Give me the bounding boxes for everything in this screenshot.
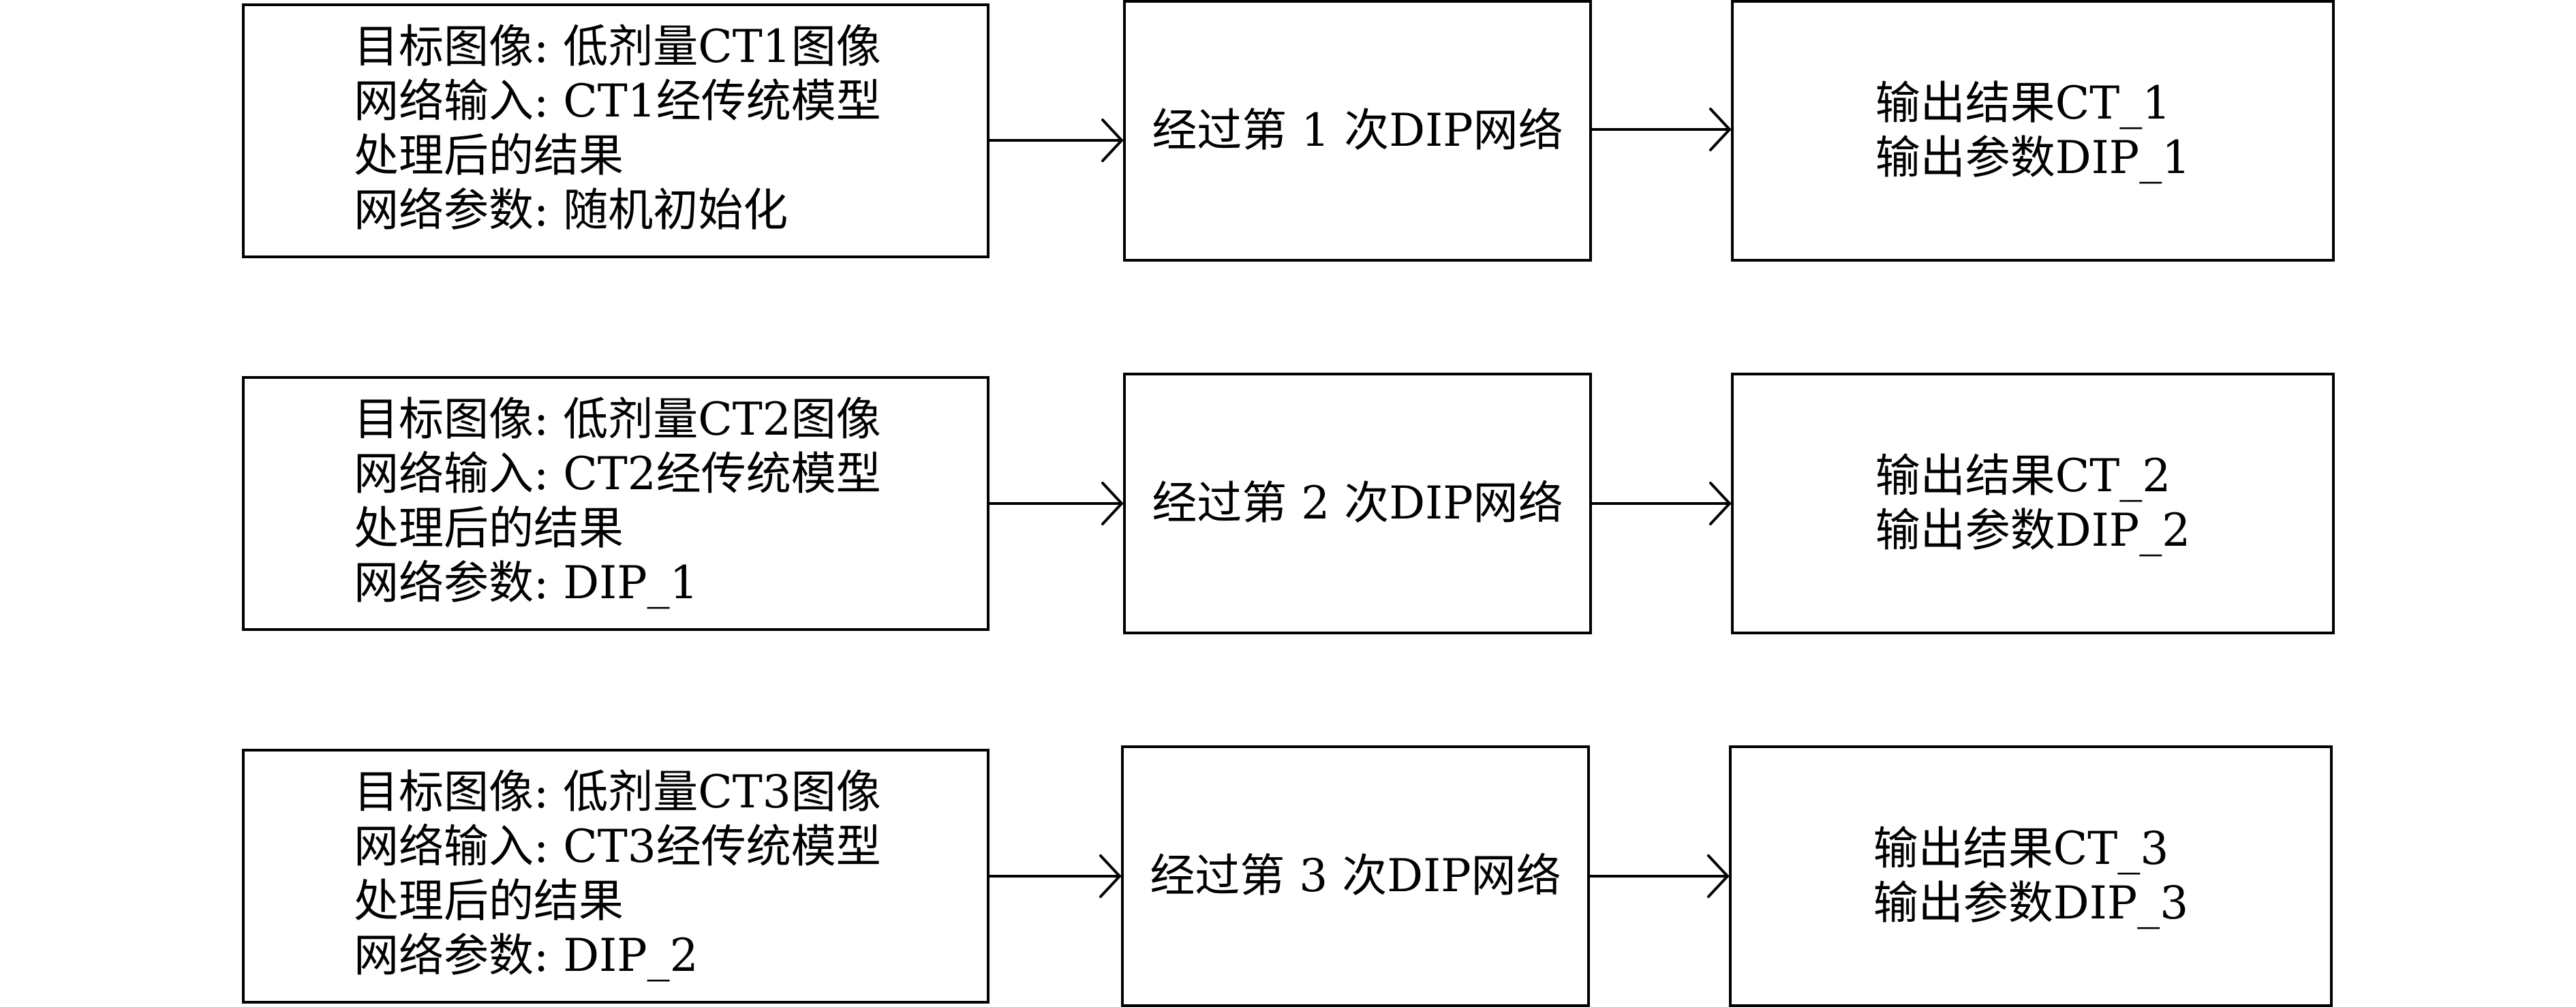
row-2-output-text: 输出结果CT_2 输出参数DIP_2 (1875, 449, 2190, 558)
row-3-input-line-4: 网络参数: DIP_2 (354, 929, 699, 982)
row-1-input-line-3: 处理后的结果 (354, 129, 624, 182)
row-2-process-box: 经过第 2 次DIP网络 (1123, 373, 1592, 634)
row-2-arrow-process-to-output (1591, 482, 1731, 525)
row-3-process-box: 经过第 3 次DIP网络 (1121, 745, 1590, 1007)
row-3-input-line-1: 目标图像: 低剂量CT3图像 (354, 766, 881, 818)
row-1-input-line-2: 网络输入: CT1经传统模型 (354, 75, 881, 127)
row-1-input-text: 目标图像: 低剂量CT1图像 网络输入: CT1经传统模型 处理后的结果 网络参… (354, 20, 881, 238)
row-3-input-line-3: 处理后的结果 (354, 875, 624, 927)
row-1-arrow-input-to-process (988, 119, 1123, 162)
row-1-process-label: 经过第 1 次DIP网络 (1152, 104, 1563, 157)
row-2-process-label: 经过第 2 次DIP网络 (1152, 477, 1563, 529)
row-3-input-line-2: 网络输入: CT3经传统模型 (354, 820, 881, 873)
row-2-output-box: 输出结果CT_2 输出参数DIP_2 (1731, 373, 2335, 634)
row-2-input-line-2: 网络输入: CT2经传统模型 (354, 448, 881, 500)
row-2-input-box: 目标图像: 低剂量CT2图像 网络输入: CT2经传统模型 处理后的结果 网络参… (242, 376, 990, 631)
row-3-output-text: 输出结果CT_3 输出参数DIP_3 (1873, 822, 2188, 931)
row-1-input-box: 目标图像: 低剂量CT1图像 网络输入: CT1经传统模型 处理后的结果 网络参… (242, 3, 990, 258)
row-1-process-box: 经过第 1 次DIP网络 (1123, 0, 1592, 262)
row-3-input-box: 目标图像: 低剂量CT3图像 网络输入: CT3经传统模型 处理后的结果 网络参… (242, 749, 990, 1004)
row-2-output-line-1: 输出结果CT_2 (1875, 450, 2171, 502)
row-3-arrow-input-to-process (988, 854, 1121, 898)
row-2-output-line-2: 输出参数DIP_2 (1875, 504, 2191, 557)
row-1-input-line-1: 目标图像: 低剂量CT1图像 (354, 20, 881, 73)
row-3-output-line-1: 输出结果CT_3 (1873, 822, 2169, 875)
row-1-output-text: 输出结果CT_1 输出参数DIP_1 (1875, 76, 2190, 185)
row-1-arrow-process-to-output (1591, 108, 1731, 151)
row-2-input-text: 目标图像: 低剂量CT2图像 网络输入: CT2经传统模型 处理后的结果 网络参… (354, 392, 881, 610)
row-3-process-label: 经过第 3 次DIP网络 (1150, 850, 1561, 902)
row-1-output-box: 输出结果CT_1 输出参数DIP_1 (1731, 0, 2335, 262)
row-1-output-line-2: 输出参数DIP_1 (1875, 131, 2191, 184)
row-2-input-line-4: 网络参数: DIP_1 (354, 557, 699, 609)
row-2-input-line-1: 目标图像: 低剂量CT2图像 (354, 393, 881, 446)
row-3-output-box: 输出结果CT_3 输出参数DIP_3 (1729, 745, 2333, 1007)
row-2-input-line-3: 处理后的结果 (354, 502, 624, 555)
row-3-output-line-2: 输出参数DIP_3 (1873, 877, 2189, 929)
row-1-output-line-1: 输出结果CT_1 (1875, 77, 2171, 129)
row-3-input-text: 目标图像: 低剂量CT3图像 网络输入: CT3经传统模型 处理后的结果 网络参… (354, 765, 881, 983)
row-2-arrow-input-to-process (988, 482, 1123, 525)
row-3-arrow-process-to-output (1589, 854, 1729, 898)
row-1-input-line-4: 网络参数: 随机初始化 (354, 184, 788, 236)
